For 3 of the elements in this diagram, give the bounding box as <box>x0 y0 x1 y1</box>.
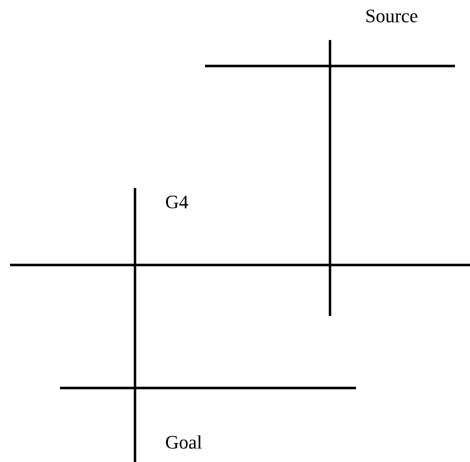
text-label: Source <box>366 10 418 22</box>
text-label: G4 <box>166 196 188 208</box>
text-label: Goal <box>166 435 202 449</box>
